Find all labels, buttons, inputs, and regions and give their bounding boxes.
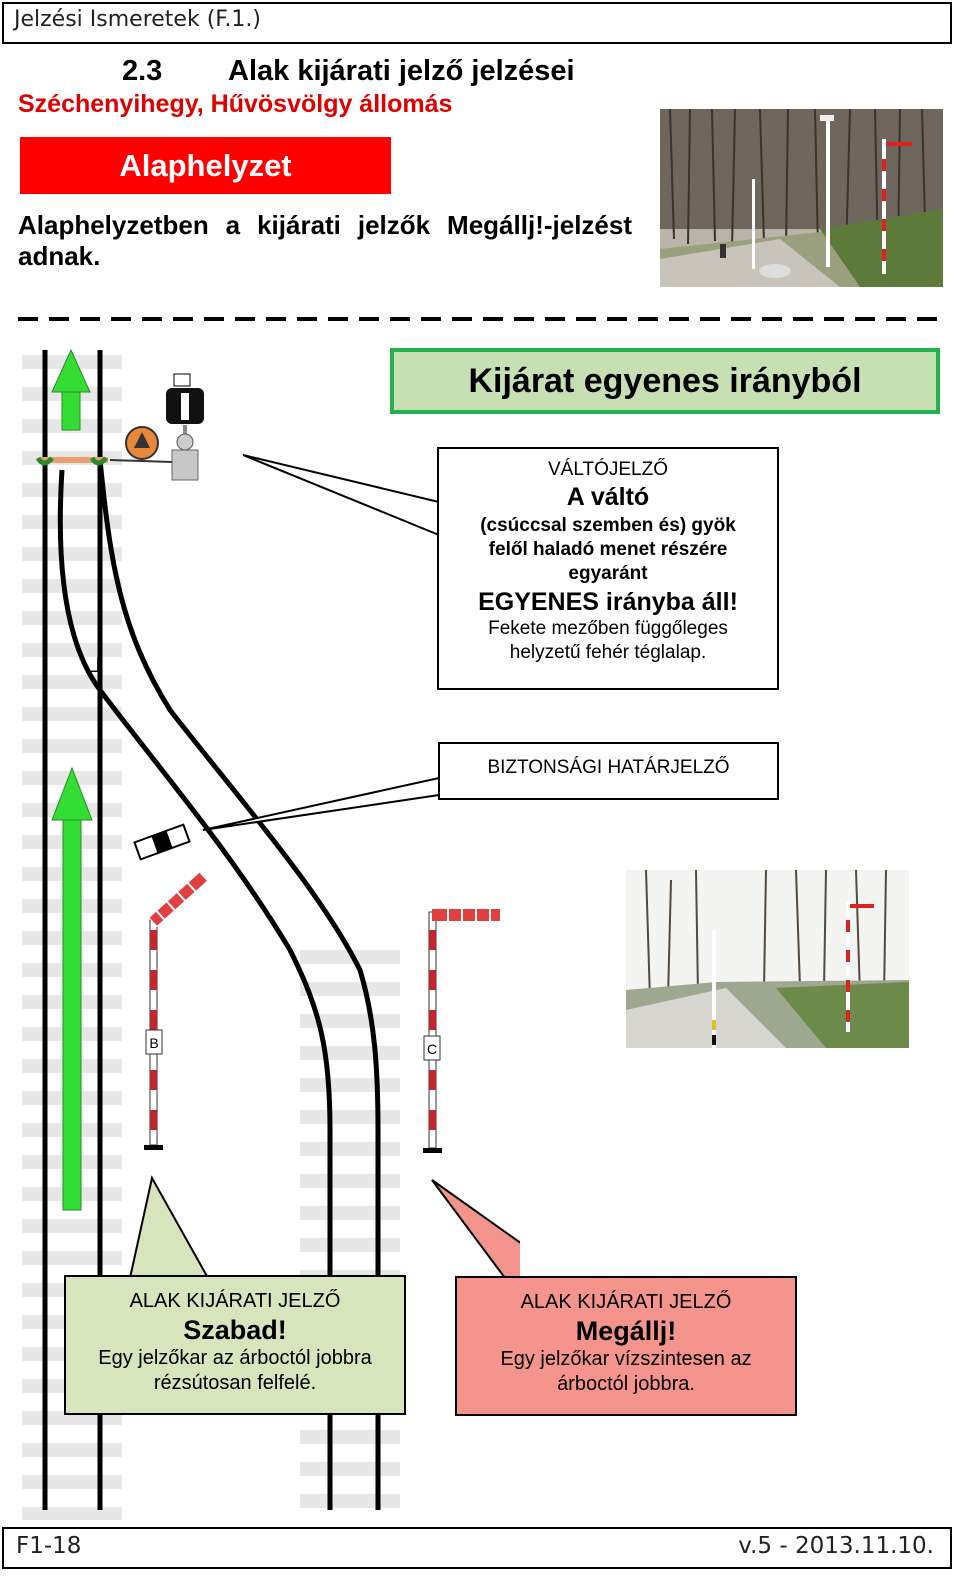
exit-signal-stop-heading: ALAK KIJÁRATI JELZŐ <box>520 1291 732 1313</box>
footer-frame <box>2 1527 952 1569</box>
exit-signal-clear-state: Szabad! <box>183 1315 287 1345</box>
signal-b-label: B <box>149 1035 158 1051</box>
default-state-banner: Alaphelyzet <box>20 137 391 194</box>
station-name: Széchenyihegy, Hűvösvölgy állomás <box>18 90 453 118</box>
page-number: F1-18 <box>16 1533 82 1559</box>
switch-indicator-heading: VÁLTÓJELZŐ <box>547 459 668 480</box>
svg-text:⅃: ⅃ <box>90 655 101 677</box>
document-title: Jelzési Ismeretek (F.1.) <box>14 7 261 32</box>
exit-signal-clear-callout: ALAK KIJÁRATI JELZŐ Szabad! Egy jelzőkar… <box>64 1275 406 1415</box>
exit-signal-clear-desc: Egy jelzőkar az árboctól jobbra rézsútos… <box>98 1347 372 1394</box>
exit-signal-stop-desc: Egy jelzőkar vízszintesen az árboctól jo… <box>500 1348 752 1395</box>
switch-indicator-state: EGYENES irányba áll! <box>478 588 738 616</box>
switch-indicator-name: A váltó <box>566 483 650 511</box>
header-frame <box>2 2 952 44</box>
exit-signal-stop-state: Megállj! <box>575 1316 677 1346</box>
switch-indicator-desc: (csúccsal szemben és) gyök felől haladó … <box>480 515 736 584</box>
station-photo-bottom <box>626 870 909 1048</box>
signal-c-label: C <box>427 1041 437 1057</box>
intro-paragraph: Alaphelyzetben a kijárati jelzők Megállj… <box>18 210 632 271</box>
dashed-separator <box>18 317 938 321</box>
exit-signal-stop-callout: ALAK KIJÁRATI JELZŐ Megállj! Egy jelzőka… <box>455 1276 797 1416</box>
version-date: v.5 - 2013.11.10. <box>738 1533 934 1559</box>
section-title: Alak kijárati jelző jelzései <box>228 55 575 87</box>
diagram-title: Kijárat egyenes irányból <box>390 348 940 414</box>
station-photo-top <box>660 109 943 287</box>
clearance-marker-callout: BIZTONSÁGI HATÁRJELZŐ <box>438 742 779 800</box>
switch-indicator-note: Fekete mezőben függőleges helyzetű fehér… <box>488 618 728 663</box>
exit-signal-clear-heading: ALAK KIJÁRATI JELZŐ <box>129 1290 341 1312</box>
section-number: 2.3 <box>122 55 163 87</box>
switch-indicator-callout: VÁLTÓJELZŐ A váltó (csúccsal szemben és)… <box>437 447 779 690</box>
